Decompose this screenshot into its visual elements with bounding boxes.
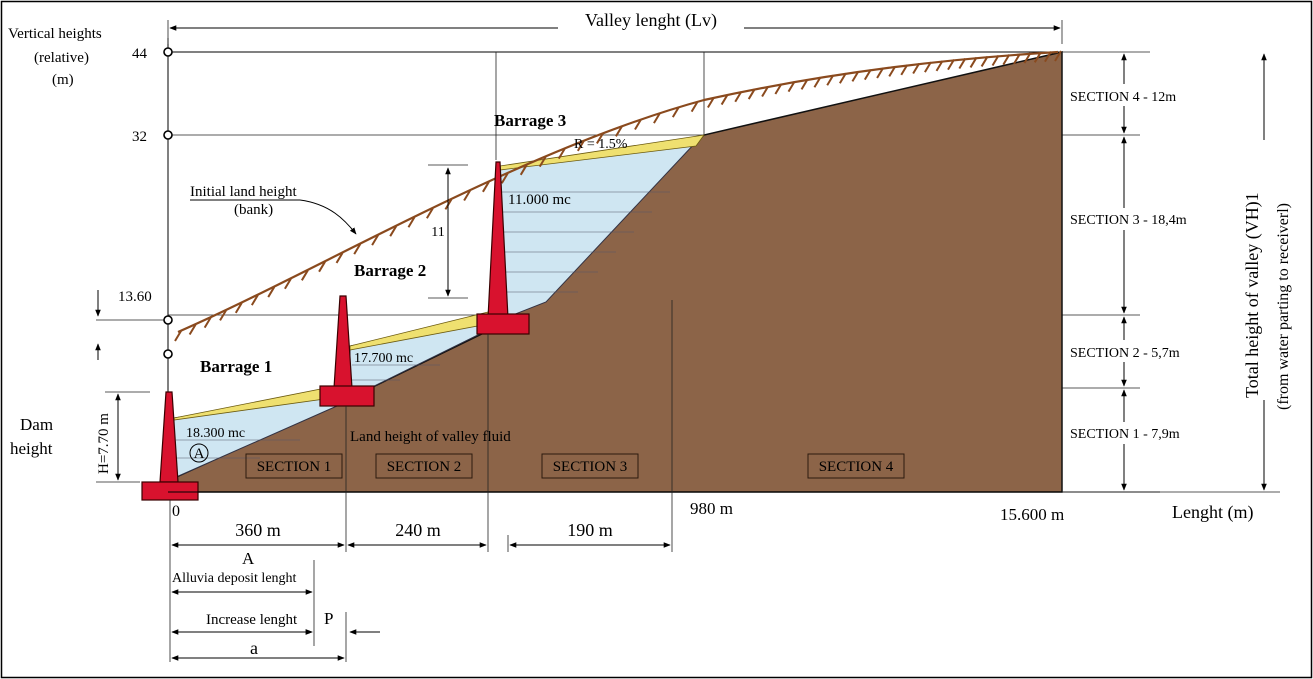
barrage-height-dimension: 11 <box>428 164 468 299</box>
deposit-letter: A <box>242 549 255 568</box>
total-height-label-line2: (from water parting to receiverl) <box>1275 203 1292 410</box>
x-axis-label: Lenght (m) <box>1172 502 1253 523</box>
valley-length-title: Valley lenght (Lv) <box>585 10 717 31</box>
section-box-2: SECTION 2 <box>387 459 462 475</box>
volume-2: 17.700 mc <box>354 351 413 366</box>
barrage-3-dam <box>476 161 530 335</box>
dam-height-annotation: Dam height H=7.70 m <box>10 393 121 481</box>
total-height-dimension: Total height of valley (VH)1 (from water… <box>1240 53 1292 491</box>
alluvia-deposit-dimension: A Alluvia deposit lenght <box>171 549 315 646</box>
land-fluid-label: Land height of valley fluid <box>350 429 511 445</box>
x-tick-0: 0 <box>172 503 180 520</box>
barrage-3-label: Barrage 3 <box>494 111 566 130</box>
barrage-2-dam <box>319 295 375 407</box>
x-tick-15600: 15.600 m <box>1000 505 1064 524</box>
section-4-label: SECTION 4 - 12m <box>1070 90 1176 105</box>
barrage-1-dam <box>141 391 199 501</box>
y-axis-label-line3: (m) <box>52 72 74 88</box>
increase-a: a <box>250 638 258 658</box>
initial-land-label-line2: (bank) <box>234 202 273 218</box>
section-boxes: SECTION 1 SECTION 2 SECTION 3 SECTION 4 <box>245 453 905 479</box>
dam-label-line2: height <box>10 439 53 458</box>
dam-height-value: H=7.70 m <box>96 413 112 474</box>
initial-land-hatch <box>174 50 1062 342</box>
barrage-1-label: Barrage 1 <box>200 357 272 376</box>
slope-label: R = 1.5% <box>574 137 628 152</box>
right-section-dimensions: SECTION 4 - 12m SECTION 3 - 18,4m SECTIO… <box>1062 51 1280 493</box>
y-tick-44: 44 <box>132 46 148 62</box>
reservoir-3-stripes <box>500 191 670 293</box>
increase-label: Increase lenght <box>206 612 298 628</box>
section-1-label: SECTION 1 - 7,9m <box>1070 427 1180 442</box>
circled-a-marker: A <box>189 443 209 463</box>
distance-dimensions: 360 m 240 m 190 m <box>169 300 673 662</box>
deposit-label: Alluvia deposit lenght <box>172 571 297 586</box>
dam-label-line1: Dam <box>20 415 53 434</box>
x-tick-980: 980 m <box>690 499 733 518</box>
y-tick-13-60: 13.60 <box>118 289 152 305</box>
x-axis: 0 980 m 15.600 m Lenght (m) <box>168 491 1253 524</box>
distance-2: 240 m <box>395 520 441 540</box>
initial-land-label-line1: Initial land height <box>190 184 297 200</box>
y-axis: Vertical heights (relative) (m) 44 32 13… <box>8 26 173 360</box>
total-height-label-line1: Total height of valley (VH)1 <box>1242 192 1263 398</box>
section-box-3: SECTION 3 <box>553 459 628 475</box>
increase-p: P <box>324 609 333 628</box>
volume-3: 11.000 mc <box>508 192 571 208</box>
section-3-label: SECTION 3 - 18,4m <box>1070 213 1187 228</box>
section-2-label: SECTION 2 - 5,7m <box>1070 346 1180 361</box>
y-axis-label-line1: Vertical heights <box>8 26 102 42</box>
y-tick-32: 32 <box>132 129 147 145</box>
distance-1: 360 m <box>235 520 281 540</box>
volume-1: 18.300 mc <box>186 426 245 441</box>
barrage-height-value: 11 <box>431 225 444 240</box>
initial-land-annotation: Initial land height (bank) <box>190 184 357 235</box>
barrage-2-label: Barrage 2 <box>354 261 426 280</box>
distance-3: 190 m <box>567 520 613 540</box>
reservoir-2-stripes <box>352 364 440 381</box>
section-box-4: SECTION 4 <box>819 459 894 475</box>
svg-text:A: A <box>194 446 205 462</box>
y-axis-label-line2: (relative) <box>34 50 89 66</box>
valley-length-dimension: Valley lenght (Lv) <box>167 8 1063 44</box>
section-box-1: SECTION 1 <box>257 459 332 475</box>
increase-length-dimension: Increase lenght P a <box>171 609 380 662</box>
